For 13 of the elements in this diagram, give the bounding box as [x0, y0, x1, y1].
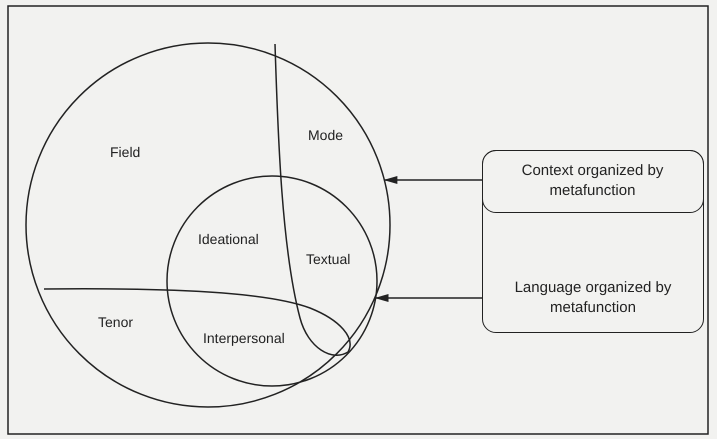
language-box	[482, 150, 704, 333]
region-label: Ideational	[198, 231, 259, 247]
outer-circle	[25, 42, 391, 408]
arrow	[383, 176, 482, 184]
region-label: Mode	[308, 127, 344, 143]
region-label: Tenor	[98, 314, 134, 330]
arrow	[374, 294, 482, 302]
box-text: Language organized by metafunction	[514, 278, 672, 318]
region-label: Interpersonal	[203, 330, 285, 346]
region-label: Textual	[306, 251, 350, 267]
context-box: Context organized by metafunction	[482, 150, 704, 212]
inner-circle	[166, 175, 378, 387]
region-label: Field	[110, 144, 140, 160]
